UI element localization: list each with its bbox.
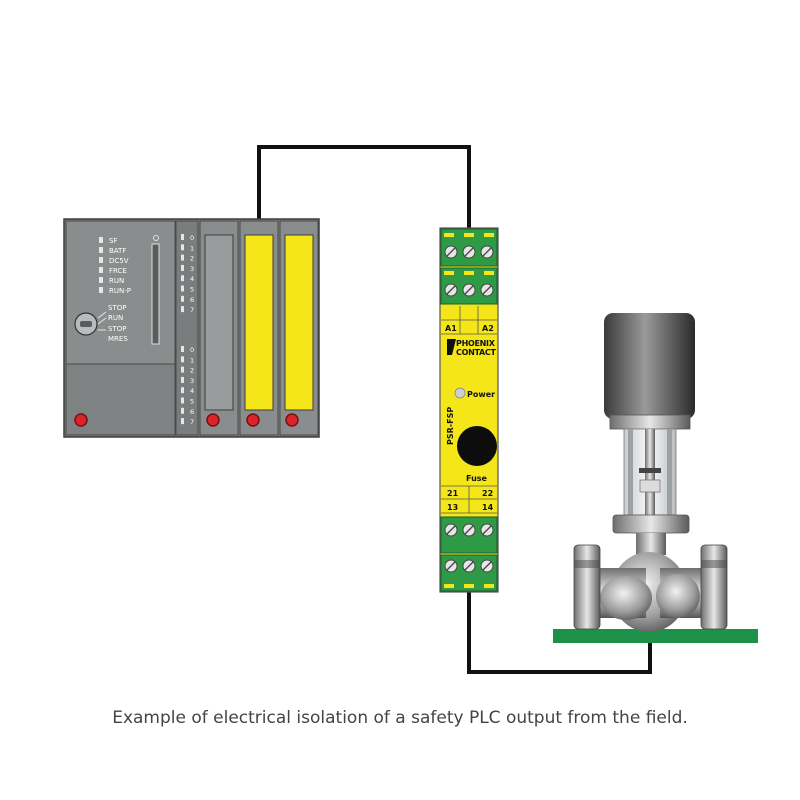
- memory-card-slot: [151, 243, 160, 345]
- channel-led-icon: [181, 366, 184, 373]
- cpu-fault-led-icon: [74, 413, 88, 427]
- channel-led-icon: [181, 407, 184, 414]
- terminal-13-label: 13: [447, 503, 458, 512]
- slot-indicator-icon: [153, 235, 159, 241]
- io-module-1-cover: [204, 234, 234, 411]
- io-module-1-led-icon: [206, 413, 220, 427]
- io-module-3-label-strip: [284, 234, 314, 411]
- brand-line-1: PHOENIX: [456, 339, 496, 348]
- io-module-3: [279, 220, 319, 436]
- channel-number-label: 6: [190, 408, 194, 416]
- terminal-a1-label: A1: [445, 324, 457, 333]
- channel-number-label: 3: [190, 265, 194, 273]
- channel-led-icon: [181, 285, 184, 292]
- terminal-a2-label: A2: [482, 324, 494, 333]
- channel-led-icon: [181, 418, 184, 425]
- channel-led-icon: [181, 346, 184, 352]
- channel-led-icon: [181, 306, 184, 313]
- channel-number-label: 0: [190, 346, 194, 354]
- mode-label-stop: STOP: [108, 304, 126, 312]
- relay-model-label: PSR-FSP: [446, 407, 455, 445]
- mode-label-stop-2: STOP: [108, 325, 126, 333]
- status-led-dc5v: DC5V: [109, 257, 129, 265]
- channel-led-icon: [181, 397, 184, 404]
- process-valve: [553, 313, 758, 643]
- channel-led-icon: [181, 356, 184, 363]
- channel-led-icon: [181, 264, 184, 271]
- channel-led-icon: [181, 295, 184, 302]
- channel-led-icon: [181, 244, 184, 251]
- status-led-sf: SF: [109, 237, 117, 245]
- channel-number-label: 7: [190, 418, 194, 426]
- status-led-run-p: RUN-P: [109, 287, 131, 295]
- valve-mounting-base: [553, 629, 758, 643]
- channel-number-label: 2: [190, 255, 194, 263]
- figure-caption: Example of electrical isolation of a saf…: [112, 708, 688, 728]
- channel-number-label: 4: [190, 275, 194, 283]
- channel-number-strip: 0 1 2 3 4 5 6 7 0 1 2 3 4 5 6 7: [175, 220, 199, 436]
- valve-yoke: [612, 428, 690, 534]
- channel-number-label: 5: [190, 398, 194, 406]
- terminal-22-label: 22: [482, 489, 493, 498]
- status-led-list: SF BATF DC5V FRCE RUN RUN-P: [99, 237, 131, 295]
- wires: [257, 145, 652, 674]
- channel-number-label: 7: [190, 306, 194, 314]
- channel-led-icon: [181, 275, 184, 282]
- valve-body: [573, 533, 728, 632]
- power-label: Power: [467, 390, 495, 399]
- mode-label-mres: MRES: [108, 335, 128, 343]
- valve-actuator: [604, 313, 695, 430]
- channel-number-label: 4: [190, 387, 194, 395]
- wire-plc-to-relay: [257, 145, 471, 230]
- channel-number-label: 2: [190, 367, 194, 375]
- mode-switch-icon: [74, 312, 98, 336]
- safety-relay: A1 A2 PHOENIX CONTACT Power PSR-FSP Fuse…: [439, 227, 499, 593]
- terminal-14-label: 14: [482, 503, 494, 512]
- terminal-21-label: 21: [447, 489, 459, 498]
- fuse-knob-icon: [457, 426, 497, 466]
- io-module-1: [199, 220, 239, 436]
- cpu-module: SF BATF DC5V FRCE RUN RUN-P: [65, 220, 176, 436]
- io-module-2-label-strip: [244, 234, 274, 411]
- status-led-run: RUN: [109, 277, 124, 285]
- bottom-screws-row-1: [444, 523, 494, 537]
- brand-line-2: CONTACT: [456, 348, 496, 357]
- wire-relay-to-valve: [467, 590, 652, 674]
- status-led-frce: FRCE: [109, 267, 127, 275]
- mode-label-run: RUN: [108, 314, 123, 322]
- plc-rack: SF BATF DC5V FRCE RUN RUN-P: [63, 218, 320, 438]
- top-screws-row-1: [444, 245, 494, 259]
- channel-led-icon: [181, 387, 184, 394]
- fuse-label: Fuse: [466, 474, 488, 483]
- io-module-2-led-icon: [246, 413, 260, 427]
- channel-number-label: 0: [190, 234, 194, 242]
- io-module-3-led-icon: [285, 413, 299, 427]
- channel-led-icon: [181, 376, 184, 383]
- phoenix-contact-logo: PHOENIX CONTACT: [445, 338, 497, 357]
- power-led-icon: [454, 387, 466, 399]
- channel-led-icon: [181, 254, 184, 261]
- channel-number-label: 6: [190, 296, 194, 304]
- top-screws-row-2: [444, 283, 494, 297]
- channel-led-icon: [181, 234, 184, 240]
- status-led-batf: BATF: [109, 247, 126, 255]
- io-module-2: [239, 220, 279, 436]
- channel-number-label: 5: [190, 286, 194, 294]
- channel-number-label: 1: [190, 244, 194, 252]
- channel-number-label: 1: [190, 356, 194, 364]
- bottom-screws-row-2: [444, 559, 494, 573]
- channel-number-label: 3: [190, 377, 194, 385]
